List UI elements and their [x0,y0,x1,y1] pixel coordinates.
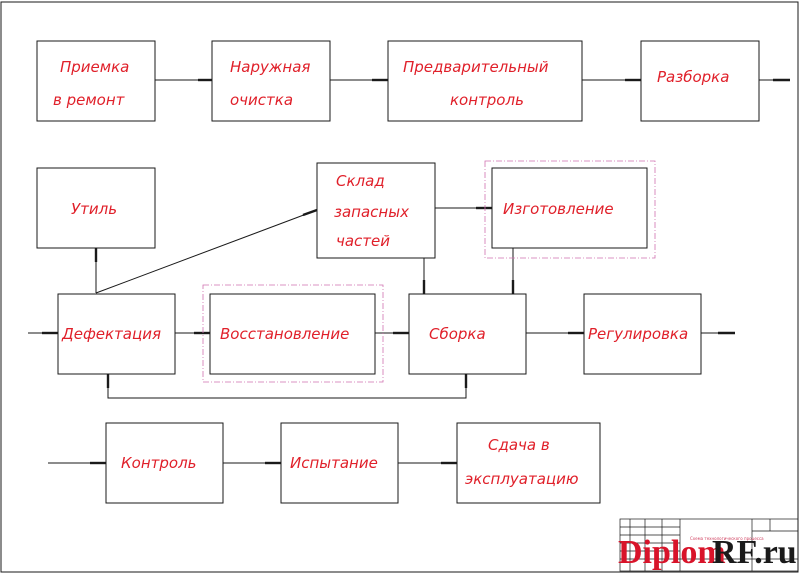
label-predvaritelny-line2: контроль [450,91,524,109]
label-razborka: Разборка [657,68,729,86]
connector-stub [302,208,318,217]
block-predvaritelny-kontrol [387,40,583,122]
highlight-frames [202,160,656,383]
connector-defektatsiya-sklad [95,209,318,294]
block-defektatsiya [57,293,176,375]
block-naruzhnaya-ochistka [211,40,331,122]
watermark-diplom: Diplom [618,534,726,571]
label-sdacha-line2: эксплуатацию [465,470,579,488]
connector-defektatsiya-sborka-bypass [107,374,467,399]
label-sklad-line2: запасных [334,203,409,221]
izgotovlenie-highlight-frame [484,160,656,259]
block-sklad [316,162,436,259]
label-sklad-line1: Склад [336,172,385,190]
label-sdacha-line1: Сдача в [488,436,550,454]
title-block-frame [619,518,799,572]
label-util: Утиль [71,200,117,218]
watermark-rf: RF.ru [712,534,797,571]
label-vosstanovlenie: Восстановление [220,325,349,343]
connectors [28,79,790,464]
block-razborka [640,40,760,122]
block-ispytanie [280,422,399,504]
label-regulirovka: Регулировка [588,325,688,343]
label-priemka-line1: Приемка [60,58,129,76]
label-naruzhnaya-line1: Наружная [230,58,310,76]
vosstanovlenie-highlight-frame [202,284,384,383]
connector-stubs [42,78,790,465]
label-defektatsiya: Дефектация [61,325,161,343]
block-labels: Приемка в ремонт Наружная очистка Предва… [53,58,729,488]
label-priemka-line2: в ремонт [53,91,126,109]
watermark: Diplom RF.ru [618,534,797,571]
label-ispytanie: Испытание [290,454,378,472]
label-kontrol: Контроль [121,454,197,472]
title-block: Схема технологического процесса [619,518,799,572]
label-izgotovlenie: Изготовление [503,200,614,218]
title-block-caption: Схема технологического процесса [690,536,764,541]
label-sklad-line3: частей [336,232,390,250]
block-regulirovka [583,293,702,375]
block-util [36,167,156,249]
block-sdacha [456,422,601,504]
label-sborka: Сборка [429,325,486,343]
block-sborka [408,293,527,375]
blocks [36,40,760,504]
block-vosstanovlenie [209,293,376,375]
label-naruzhnaya-line2: очистка [230,91,293,109]
label-predvaritelny-line1: Предварительный [403,58,549,76]
block-izgotovlenie [491,167,648,249]
block-kontrol [105,422,224,504]
block-priemka [36,40,156,122]
